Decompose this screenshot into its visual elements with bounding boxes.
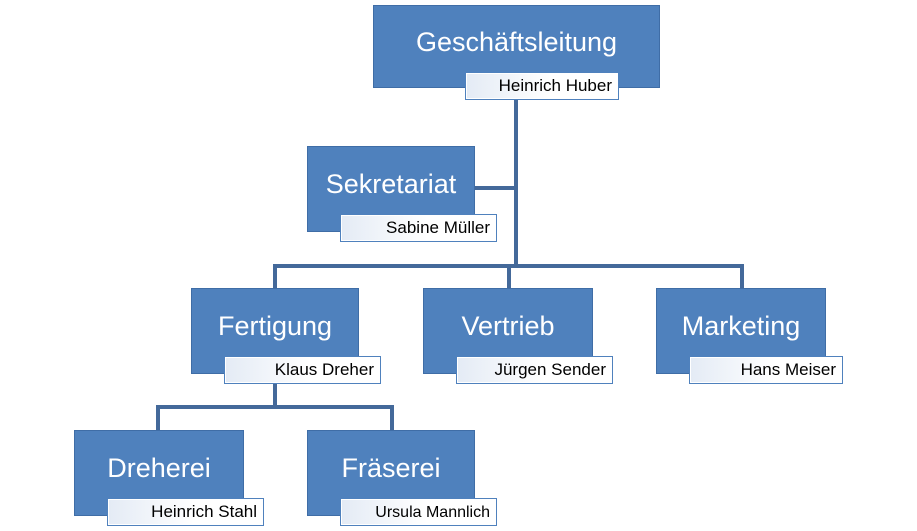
node-title: Fertigung — [217, 311, 333, 341]
node-title: Dreherei — [107, 453, 211, 483]
person-name: Hans Meiser — [740, 360, 836, 379]
node-name-label: Jürgen Sender — [456, 356, 613, 384]
node-name-label: Sabine Müller — [340, 214, 497, 242]
node-name-label: Heinrich Huber — [465, 72, 619, 100]
person-name: Klaus Dreher — [274, 360, 374, 379]
person-name: Sabine Müller — [386, 218, 490, 237]
node-title: Marketing — [681, 311, 801, 341]
node-title: Sekretariat — [325, 169, 457, 199]
node-name-label: Ursula Mannlich — [340, 498, 497, 526]
node-title: Fräserei — [341, 453, 441, 483]
node-name-label: Heinrich Stahl — [107, 498, 264, 526]
node-name-label: Klaus Dreher — [224, 356, 381, 384]
node-title: Geschäftsleitung — [415, 27, 618, 57]
node-title: Vertrieb — [461, 311, 555, 341]
person-name: Heinrich Stahl — [151, 502, 257, 521]
person-name: Heinrich Huber — [498, 76, 612, 95]
node-name-label: Hans Meiser — [689, 356, 843, 384]
person-name: Jürgen Sender — [494, 360, 606, 379]
person-name: Ursula Mannlich — [375, 504, 490, 521]
